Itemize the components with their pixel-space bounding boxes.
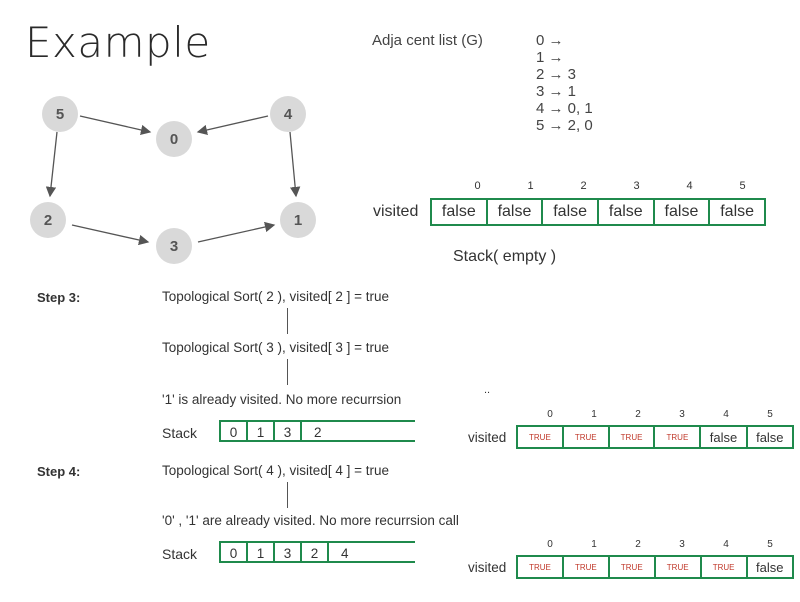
svg-text:4: 4 xyxy=(284,106,293,123)
step3-line3: '1' is already visited. No more recurrsi… xyxy=(162,392,402,407)
stack-cell: 2 xyxy=(300,541,329,563)
index-label: 5 xyxy=(767,539,773,550)
index-label: 3 xyxy=(679,539,685,550)
stack-cell: 1 xyxy=(246,420,275,442)
visited-cell: TRUE xyxy=(561,555,610,579)
index-label: 2 xyxy=(635,409,641,420)
step3-line2: Topological Sort( 3 ), visited[ 3 ] = tr… xyxy=(162,340,389,355)
adjacency-list-title: Adja cent list (G) xyxy=(372,32,483,49)
stack-cell: 3 xyxy=(273,420,302,442)
edge-4-0 xyxy=(196,115,269,136)
step3-line1: Topological Sort( 2 ), visited[ 2 ] = tr… xyxy=(162,289,389,304)
visited-cell: false xyxy=(596,198,655,226)
visited-cell: false xyxy=(541,198,599,226)
index-label: 2 xyxy=(635,539,641,550)
node-5: 5 xyxy=(42,96,78,132)
step3-stack: 0 1 3 2 xyxy=(219,420,415,444)
visited-array: false false false false false false xyxy=(430,198,766,226)
step3-stack-label: Stack xyxy=(162,425,198,441)
visited-cell: TRUE xyxy=(516,555,564,579)
flow-arrow xyxy=(287,482,288,508)
node-0: 0 xyxy=(156,121,192,157)
step4-label: Step 4: xyxy=(37,464,81,479)
edge-3-1 xyxy=(197,221,276,243)
flow-arrow xyxy=(287,308,288,334)
step3-label: Step 3: xyxy=(37,290,81,305)
node-2: 2 xyxy=(30,202,66,238)
adjacency-line: 4 → 0, 1 xyxy=(536,100,593,117)
visited-cell: false xyxy=(652,198,711,226)
edge-4-1 xyxy=(289,131,301,198)
visited-cell: false xyxy=(485,198,544,226)
index-label: 0 xyxy=(547,539,553,550)
node-4: 4 xyxy=(270,96,306,132)
visited-cell: false xyxy=(699,425,748,449)
stack-empty-label: Stack( empty ) xyxy=(453,248,557,265)
page-title: Example xyxy=(25,18,211,67)
stack-cell: 2 xyxy=(300,420,415,442)
node-3: 3 xyxy=(156,228,192,264)
step4-stack: 0 1 3 2 4 xyxy=(219,541,415,565)
step4-line1: Topological Sort( 4 ), visited[ 4 ] = tr… xyxy=(162,463,389,478)
index-label: 5 xyxy=(767,409,773,420)
stack-cell: 0 xyxy=(219,541,248,563)
visited-cell: false xyxy=(745,425,795,449)
edge-5-0 xyxy=(79,115,152,136)
visited-label: visited xyxy=(373,203,419,220)
visited-cell: TRUE xyxy=(516,425,564,449)
index-label: 3 xyxy=(633,180,640,192)
node-1: 1 xyxy=(280,202,316,238)
visited-cell: false xyxy=(430,198,488,226)
svg-text:1: 1 xyxy=(294,212,302,229)
svg-text:3: 3 xyxy=(170,238,178,255)
adjacency-line: 0 → xyxy=(536,32,564,49)
flow-arrow xyxy=(287,359,288,385)
index-label: 1 xyxy=(591,539,597,550)
index-label: 1 xyxy=(591,409,597,420)
step3-line3-tail: .. xyxy=(484,384,491,396)
index-label: 3 xyxy=(679,409,685,420)
stack-cell: 3 xyxy=(273,541,302,563)
svg-text:0: 0 xyxy=(170,131,178,148)
visited-cell: false xyxy=(745,555,795,579)
stack-cell: 4 xyxy=(327,541,415,563)
index-label: 1 xyxy=(527,180,534,192)
edge-5-2 xyxy=(45,131,58,198)
step3-visited-indices: 0 1 2 3 4 5 xyxy=(528,409,794,421)
step4-line2: '0' , '1' are already visited. No more r… xyxy=(162,513,459,528)
visited-cell: TRUE xyxy=(653,555,702,579)
index-label: 4 xyxy=(723,409,729,420)
step4-visited-label: visited xyxy=(468,560,507,575)
adjacency-line: 1 → xyxy=(536,49,564,66)
svg-text:5: 5 xyxy=(56,106,64,123)
index-label: 5 xyxy=(739,180,746,192)
step4-stack-label: Stack xyxy=(162,546,198,562)
visited-cell: TRUE xyxy=(699,555,748,579)
adjacency-line: 3 → 1 xyxy=(536,83,577,100)
step3-visited-array: TRUE TRUE TRUE TRUE false false xyxy=(516,425,795,449)
edge-2-3 xyxy=(71,224,150,246)
step4-visited-indices: 0 1 2 3 4 5 xyxy=(528,539,794,551)
index-label: 4 xyxy=(686,180,693,192)
index-label: 4 xyxy=(723,539,729,550)
visited-cell: TRUE xyxy=(653,425,702,449)
step4-visited-array: TRUE TRUE TRUE TRUE TRUE false xyxy=(516,555,795,579)
index-label: 0 xyxy=(474,180,481,192)
visited-indices: 0 1 2 3 4 5 xyxy=(451,180,769,194)
index-label: 0 xyxy=(547,409,553,420)
adjacency-line: 5 → 2, 0 xyxy=(536,117,593,134)
index-label: 2 xyxy=(580,180,587,192)
visited-cell: TRUE xyxy=(561,425,610,449)
adjacency-line: 2 → 3 xyxy=(536,66,577,83)
visited-cell: false xyxy=(708,198,766,226)
svg-text:2: 2 xyxy=(44,212,52,229)
visited-cell: TRUE xyxy=(607,425,656,449)
step3-visited-label: visited xyxy=(468,430,507,445)
stack-cell: 1 xyxy=(246,541,275,563)
visited-cell: TRUE xyxy=(607,555,656,579)
graph-diagram: 5 0 4 2 3 1 xyxy=(30,96,316,264)
stack-cell: 0 xyxy=(219,420,248,442)
